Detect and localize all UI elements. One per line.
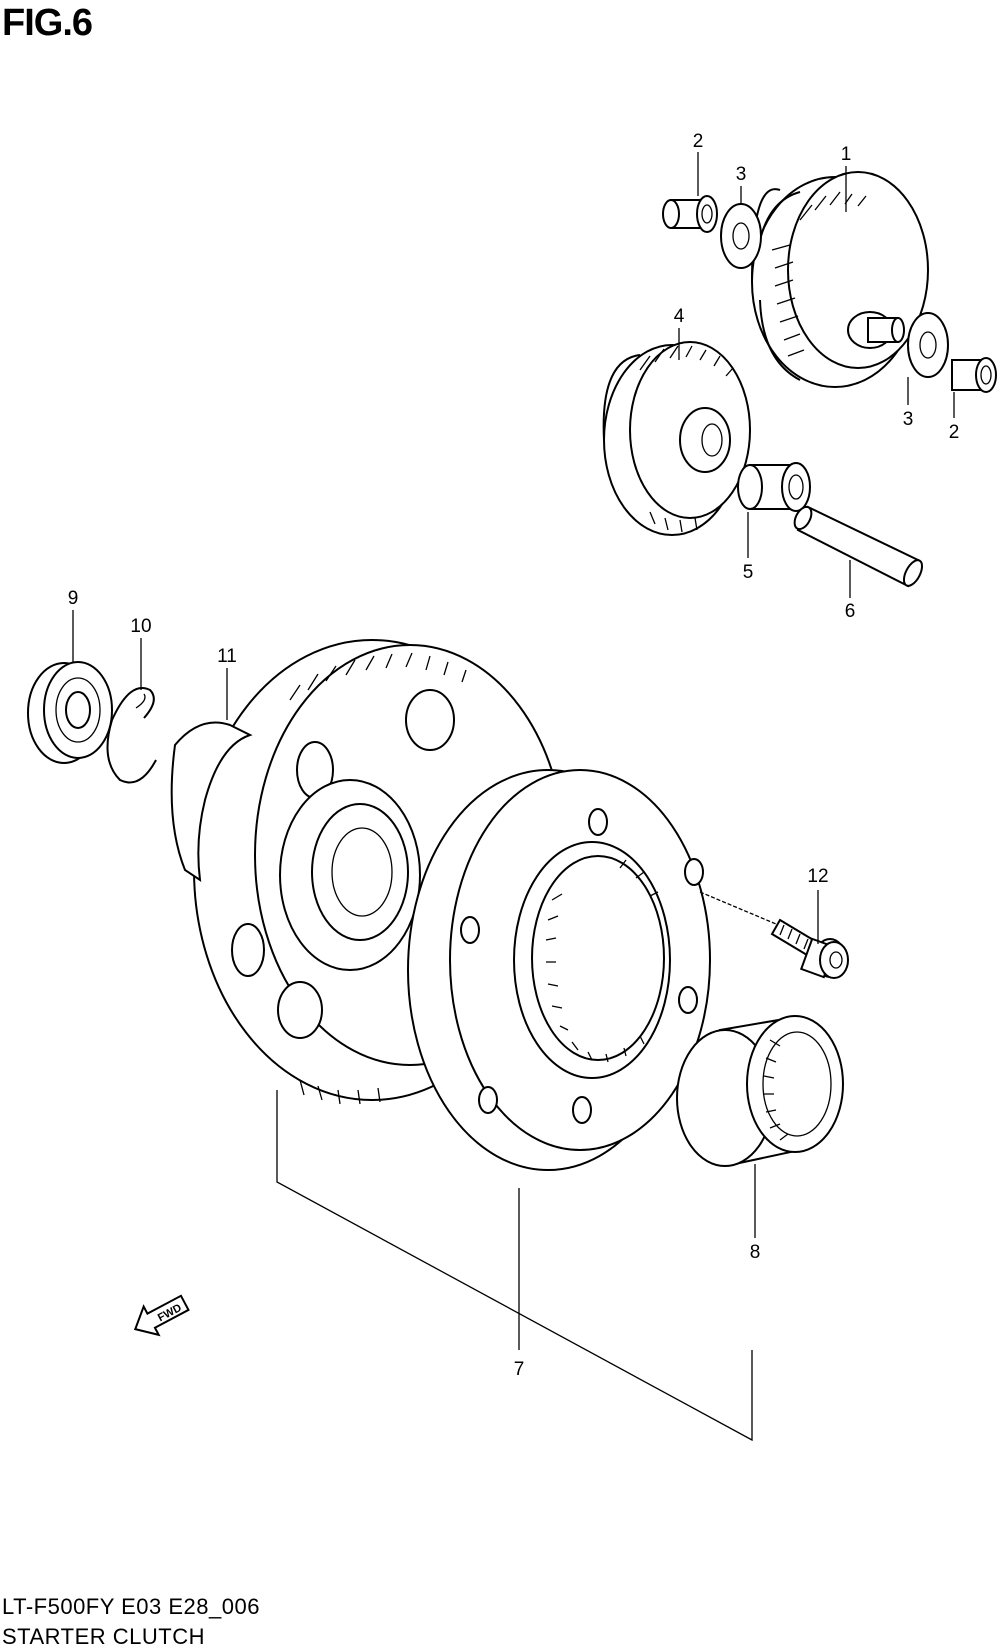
- callout-5: 5: [743, 562, 754, 583]
- callout-1: 1: [841, 144, 852, 165]
- callout-6: 6: [845, 601, 856, 622]
- callout-10: 10: [130, 616, 151, 637]
- callout-8: 8: [750, 1242, 761, 1263]
- part-1-clutch-gear: [751, 171, 929, 388]
- callout-9: 9: [68, 588, 79, 609]
- callout-12: 12: [807, 866, 828, 887]
- part-3-washer-top: [720, 203, 762, 269]
- part-9-bearing: [27, 661, 113, 764]
- leader-lines: [72, 152, 955, 1442]
- part-12-bolt: [770, 918, 849, 979]
- callout-3-bottom: 3: [903, 409, 914, 430]
- part-3-washer-bottom: [907, 312, 949, 378]
- callout-numbers: 1 2 3 3 2 4 5 6 7 8 9 10 11 12: [68, 131, 960, 1380]
- fwd-arrow-icon: FWD: [133, 1294, 190, 1337]
- callout-11: 11: [217, 646, 237, 667]
- part-6-shaft: [793, 505, 924, 588]
- callout-2-top: 2: [693, 131, 704, 152]
- part-8-one-way-clutch: [676, 1015, 844, 1167]
- model-code: LT-F500FY E03 E28_006: [2, 1594, 260, 1619]
- callout-3-top: 3: [736, 164, 747, 185]
- part-5-spacer: [737, 462, 811, 512]
- section-name: STARTER CLUTCH: [2, 1624, 205, 1649]
- part-7-clutch-housing: [407, 769, 711, 1171]
- part-4-idle-gear: [602, 341, 751, 536]
- part-2-bushing-bottom: [951, 357, 997, 393]
- callout-7: 7: [514, 1359, 525, 1380]
- callout-4: 4: [674, 306, 685, 327]
- callout-2-bottom: 2: [949, 422, 960, 443]
- part-2-bushing-top: [662, 195, 718, 233]
- part-10-circlip: [106, 687, 157, 784]
- figure-title: FIG.6: [2, 2, 93, 44]
